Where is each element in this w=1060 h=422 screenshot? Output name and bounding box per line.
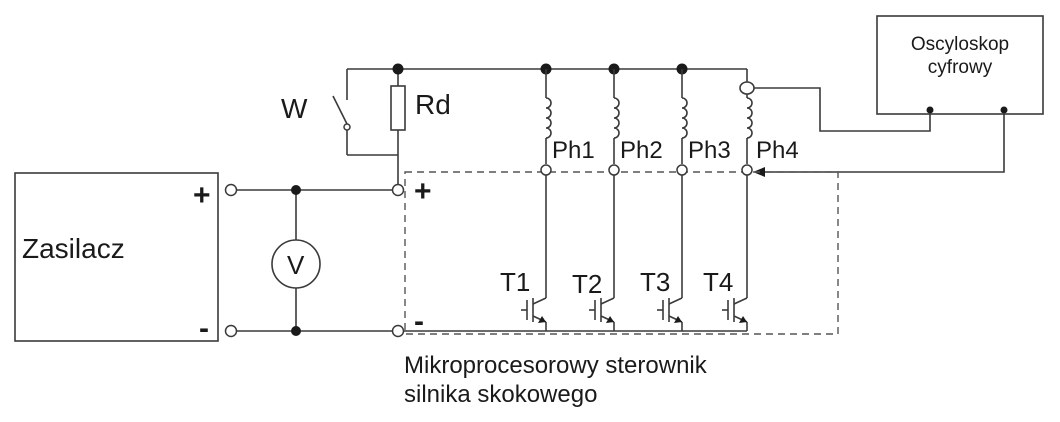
transistor-4 <box>722 297 748 331</box>
phase-coils: Ph1 Ph2 Ph3 Ph4 <box>540 63 799 164</box>
phase-terminal-3 <box>676 164 688 176</box>
current-probe <box>739 81 755 95</box>
coil-winding <box>613 97 620 139</box>
oscilloscope-box <box>876 15 1044 115</box>
transistor-arrow <box>606 316 614 323</box>
transistor-collector <box>733 297 748 305</box>
voltmeter-label: V <box>287 250 305 280</box>
driver-module: + - <box>404 164 839 338</box>
driver-minus-terminal <box>391 324 405 338</box>
power-supply-box <box>14 172 219 342</box>
transistor-1 <box>521 297 547 331</box>
phase-coil-2 <box>613 69 620 164</box>
oscilloscope: Oscyloskop cyfrowy <box>753 15 1044 177</box>
transistor-label-4: T4 <box>703 267 733 297</box>
phase-label-2: Ph2 <box>620 137 663 164</box>
oscilloscope-input-2 <box>1000 106 1008 114</box>
phase-terminal-4 <box>741 164 753 176</box>
driver-plus-sign: + <box>414 175 432 208</box>
switch-blade <box>332 95 348 125</box>
junction-dot <box>291 185 301 195</box>
resistor-label: Rd <box>415 89 451 120</box>
transistor-label-3: T3 <box>640 267 670 297</box>
oscilloscope-label-line2: cyfrowy <box>928 57 993 78</box>
transistor-collector <box>532 297 547 305</box>
phase-coil-1 <box>545 69 552 164</box>
transistor-collector <box>668 297 683 305</box>
voltmeter-circle <box>271 239 321 289</box>
psu-plus-sign: + <box>193 179 211 212</box>
transistor-2 <box>589 297 615 331</box>
junction-dot <box>291 326 301 336</box>
junction-dot <box>392 63 404 75</box>
power-supply-label: Zasilacz <box>22 233 125 264</box>
driver-plus-terminal <box>391 183 405 197</box>
driver-minus-sign: - <box>414 305 424 338</box>
transistor-label-1: T1 <box>500 267 530 297</box>
phase-label-3: Ph3 <box>688 137 731 164</box>
oscilloscope-label-line1: Oscyloskop <box>911 34 1009 55</box>
transistor-arrow <box>538 316 546 323</box>
voltmeter: V <box>271 239 321 289</box>
psu-minus-terminal <box>224 324 238 338</box>
phase-label-1: Ph1 <box>552 137 595 164</box>
psu-plus-terminal <box>224 183 238 197</box>
switch-label: W <box>281 93 308 124</box>
resistor-body <box>390 85 406 131</box>
probe-ground-wire <box>760 113 1005 173</box>
driver-caption-line2: silnika skokowego <box>404 381 597 408</box>
phase-terminal-2 <box>608 164 620 176</box>
phase-label-4: Ph4 <box>756 137 799 164</box>
switch-contact <box>343 123 351 131</box>
transistor-arrow <box>739 316 747 323</box>
transistor-label-2: T2 <box>572 269 602 299</box>
phase-coil-3 <box>681 69 688 164</box>
transistor-collector <box>600 297 615 305</box>
driver-boundary <box>404 171 839 335</box>
transistor-3 <box>657 297 683 331</box>
supply-wiring <box>237 185 392 336</box>
phase-terminal-1 <box>540 164 552 176</box>
probe-signal-wire <box>754 87 931 132</box>
driver-caption-line1: Mikroprocesorowy sterownik <box>404 352 708 379</box>
phase-coil-4 <box>739 69 755 164</box>
transistor-arrow <box>674 316 682 323</box>
oscilloscope-input-1 <box>926 106 934 114</box>
coil-winding <box>681 97 688 139</box>
switch-resistor-branch: W Rd <box>281 63 747 184</box>
coil-winding <box>545 97 552 139</box>
power-supply: Zasilacz + - <box>14 172 219 345</box>
coil-winding <box>746 97 753 139</box>
psu-minus-sign: - <box>199 312 209 345</box>
